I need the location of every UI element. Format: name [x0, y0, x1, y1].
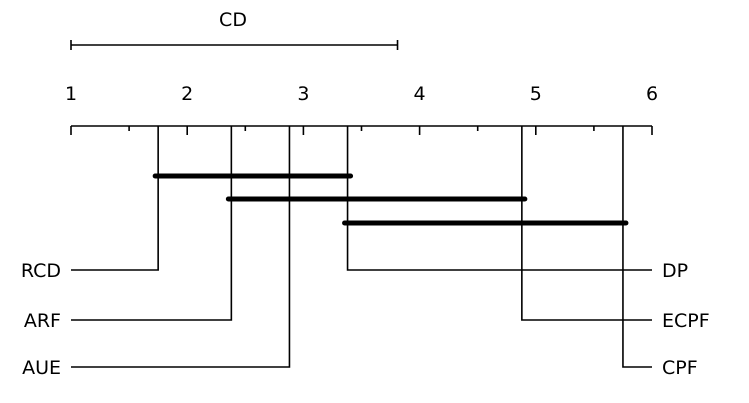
- rank-axis: 1 2 3 4 5 6: [65, 83, 658, 135]
- method-connector: [346, 126, 652, 271]
- tick-label: 3: [297, 83, 309, 105]
- method-label: ECPF: [662, 310, 710, 332]
- method-connector: [71, 126, 233, 321]
- clique-bars: [152, 173, 629, 226]
- tick-label: 5: [530, 83, 542, 105]
- method-label: RCD: [21, 260, 61, 282]
- method-connector: [521, 126, 652, 321]
- tick-label: 6: [646, 83, 658, 105]
- cd-bar: [70, 40, 399, 50]
- tick-label: 1: [65, 83, 77, 105]
- method-connector: [71, 126, 291, 368]
- method-connector: [622, 126, 652, 368]
- method-label: DP: [662, 260, 688, 282]
- method-label: AUE: [22, 357, 61, 379]
- method-connectors: RCD ARF AUE DP ECPF CPF: [21, 126, 710, 379]
- tick-label: 2: [181, 83, 193, 105]
- method-label: CPF: [662, 357, 698, 379]
- method-connector: [71, 126, 159, 271]
- method-label: ARF: [24, 310, 61, 332]
- cd-label: CD: [219, 9, 247, 31]
- tick-label: 4: [414, 83, 426, 105]
